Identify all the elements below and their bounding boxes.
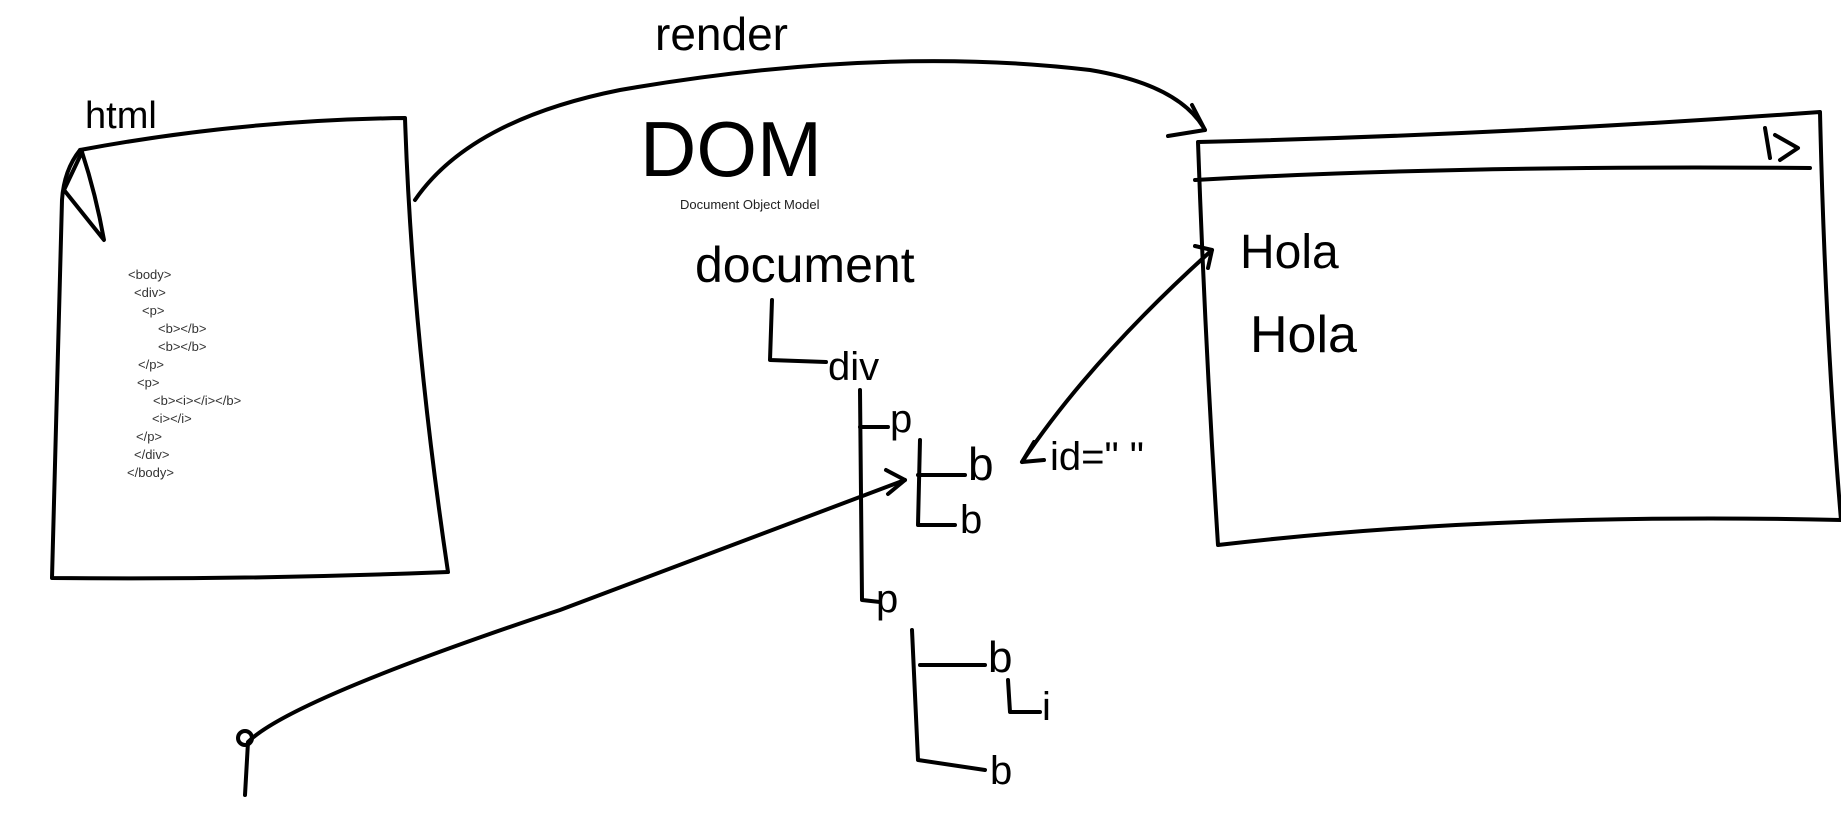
code-line: <b><i></i></b> (153, 393, 241, 408)
tree-branch-b3-i (1006, 678, 1042, 714)
browser-window (1193, 110, 1841, 547)
b1-node: b (968, 438, 994, 490)
tree-branch-p2-children (910, 628, 987, 772)
tree-branch-document-div (768, 298, 828, 364)
dom-title: DOM (640, 105, 822, 193)
render-arrow (413, 59, 1207, 202)
p1-node: p (890, 397, 912, 441)
hola-text-2: Hola (1250, 306, 1357, 364)
id-arrow-tail-head (1020, 440, 1046, 464)
code-line: <body> (128, 267, 171, 282)
code-line: <i></i> (152, 411, 192, 426)
code-line: </p> (136, 429, 162, 444)
code-line: <div> (134, 285, 166, 300)
div-node: div (828, 345, 879, 389)
code-line: <b></b> (158, 339, 206, 354)
html-code-block: <body> <div> <p> <b></b> <b></b> </p> <p… (127, 267, 241, 480)
lower-left-arrow-head (884, 468, 907, 496)
tree-branch-p1-children (916, 438, 957, 527)
render-arrow-head (1166, 103, 1207, 138)
code-line: </div> (134, 447, 169, 462)
hola-text-1: Hola (1240, 226, 1339, 279)
close-icon (1763, 126, 1800, 162)
code-line: <p> (142, 303, 164, 318)
render-label: render (655, 8, 788, 60)
p2-node: p (876, 577, 898, 621)
b2-node: b (960, 498, 982, 542)
code-line: </body> (127, 465, 174, 480)
tree-trunk-div (858, 388, 882, 604)
b4-node: b (990, 749, 1012, 793)
page-fold-mark (62, 150, 106, 242)
code-line: <b></b> (158, 321, 206, 336)
code-line: <p> (137, 375, 159, 390)
document-node: document (695, 237, 915, 293)
b3-node: b (988, 633, 1012, 682)
html-label: html (85, 95, 157, 137)
i-node: i (1042, 685, 1051, 729)
browser-title-bar (1193, 165, 1812, 182)
id-attribute-label: id=" " (1050, 435, 1144, 479)
lower-left-arrow (243, 478, 907, 797)
dom-caption: Document Object Model (680, 197, 820, 212)
arrow-start-dot (236, 729, 254, 747)
id-to-hola-arrow (1020, 248, 1214, 464)
code-line: </p> (138, 357, 164, 372)
html-document-sheet (50, 116, 450, 581)
